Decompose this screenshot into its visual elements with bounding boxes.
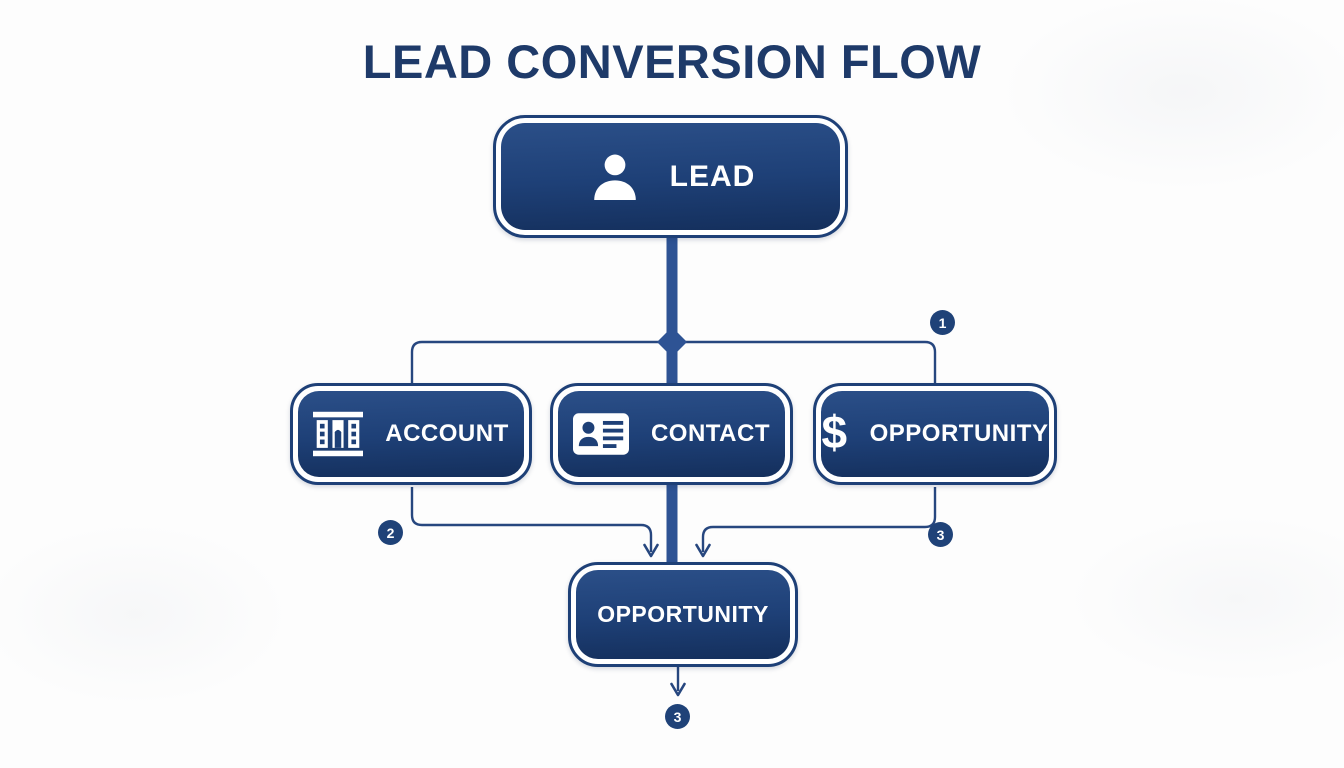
id-card-icon bbox=[572, 413, 629, 455]
step-badge-1: 1 bbox=[930, 310, 955, 335]
node-opportunity-final: OPPORTUNITY bbox=[568, 562, 798, 667]
dollar-icon: $ bbox=[821, 406, 848, 458]
node-lead: LEAD bbox=[493, 115, 848, 238]
step-badge-3: 3 bbox=[928, 522, 953, 547]
step-badge-2: 2 bbox=[378, 520, 403, 545]
building-icon bbox=[313, 411, 364, 457]
node-opportunity: $ OPPORTUNITY bbox=[813, 383, 1057, 485]
node-account: ACCOUNT bbox=[290, 383, 532, 485]
node-label: OPPORTUNITY bbox=[597, 601, 769, 627]
node-label: CONTACT bbox=[650, 420, 771, 447]
page-title: LEAD CONVERSION FLOW bbox=[362, 35, 982, 88]
node-label: OPPORTUNITY bbox=[869, 420, 1049, 447]
node-label: LEAD bbox=[669, 159, 756, 193]
step-badge-final: 3 bbox=[665, 704, 690, 729]
node-contact: CONTACT bbox=[550, 383, 793, 485]
person-icon bbox=[586, 148, 644, 206]
node-label: ACCOUNT bbox=[385, 420, 509, 447]
